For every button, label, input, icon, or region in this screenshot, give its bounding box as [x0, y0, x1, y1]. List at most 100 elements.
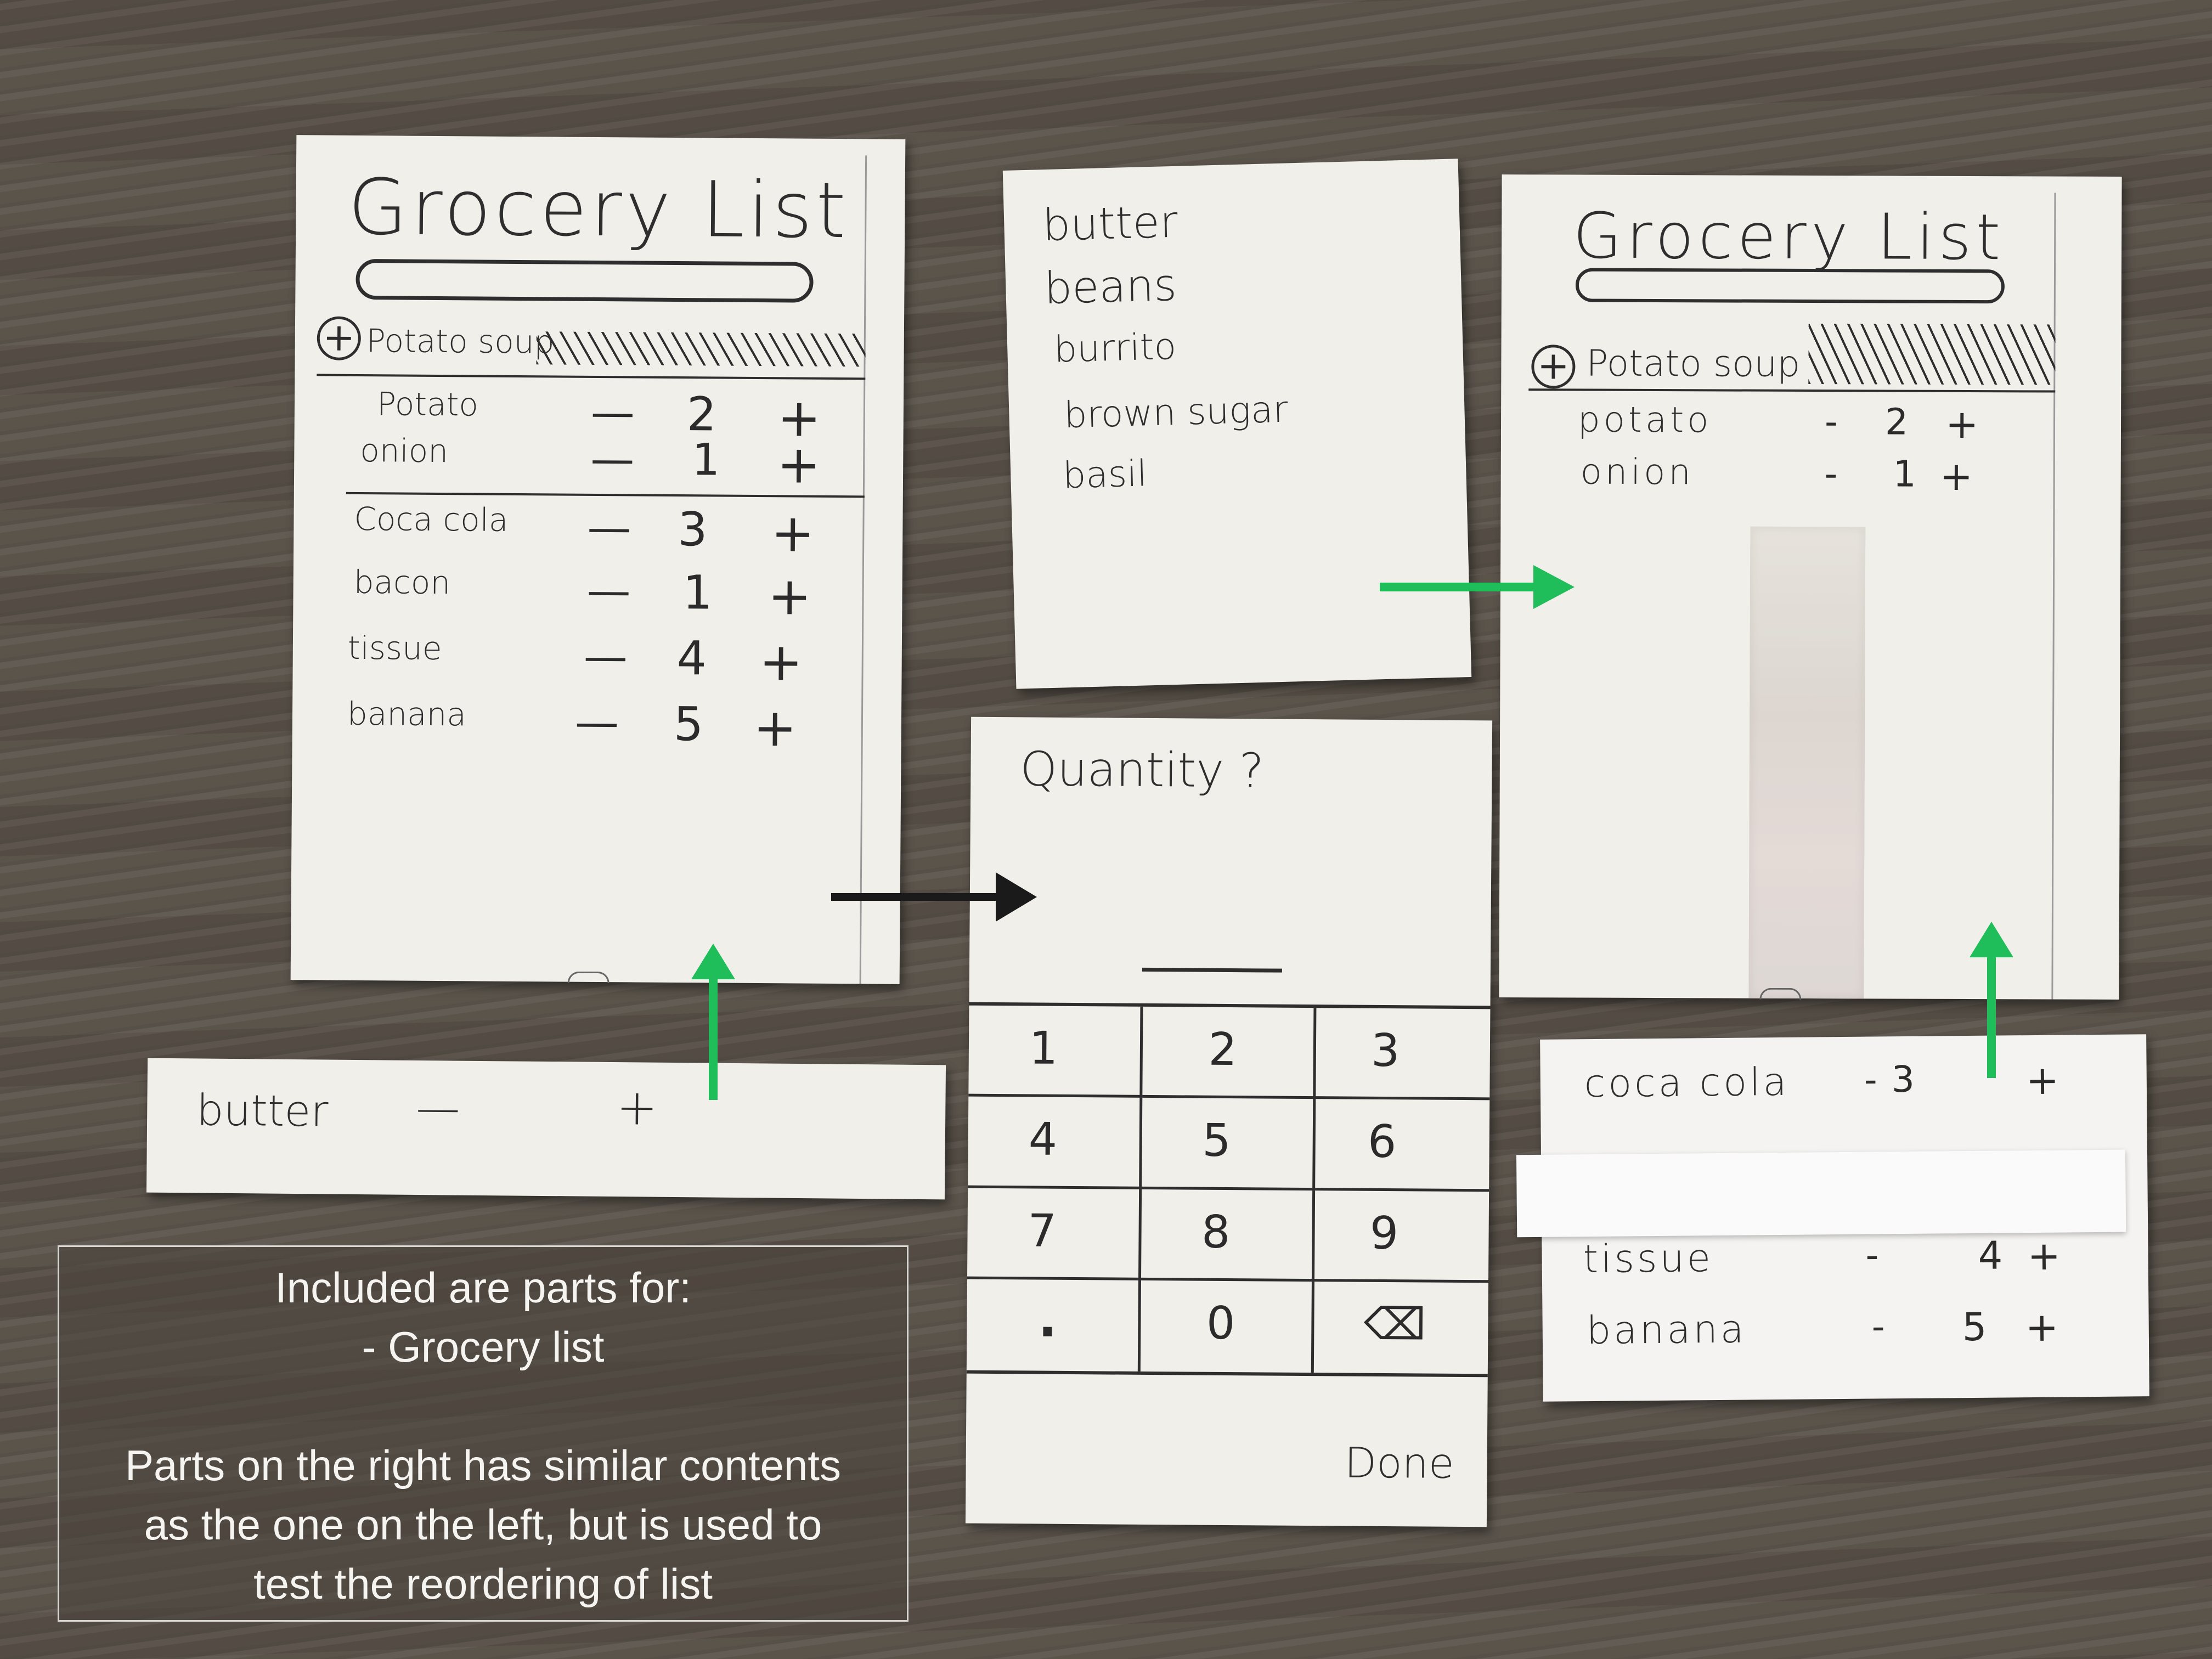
increment-button[interactable]: + — [2027, 1232, 2061, 1279]
add-recipe-button[interactable]: + — [317, 314, 362, 360]
decrement-button[interactable]: — — [587, 501, 631, 554]
increment-button[interactable]: + — [768, 566, 812, 627]
key-decimal[interactable]: . — [966, 1279, 1141, 1372]
quantity-value: 5 — [1962, 1304, 1987, 1350]
decrement-button[interactable]: - — [1824, 400, 1838, 443]
flow-arrow-up-icon — [1970, 922, 2013, 1078]
increment-button[interactable]: + — [1939, 453, 1973, 500]
suggestion-item[interactable]: basil — [1062, 452, 1148, 497]
quantity-value: 3 — [678, 503, 708, 557]
list-item: onion - 1 + — [1500, 452, 2120, 514]
suggestion-item[interactable]: brown sugar — [1063, 388, 1289, 437]
page-title: Grocery List — [347, 162, 850, 256]
key-5[interactable]: 5 — [1141, 1098, 1316, 1190]
numeric-keypad: 1 2 3 4 5 6 7 8 9 . 0 ⌫ — [966, 1002, 1491, 1378]
page-title: Grocery List — [1572, 199, 2005, 275]
key-0[interactable]: 0 — [1140, 1280, 1315, 1373]
drag-placeholder[interactable] — [1516, 1149, 2126, 1238]
decrement-button[interactable]: - — [1824, 453, 1838, 495]
quantity-value: 3 — [1891, 1058, 1915, 1101]
increment-button[interactable]: + — [759, 632, 803, 693]
caption-line: Included are parts for: — [275, 1263, 691, 1312]
list-item: bacon — 1 + — [293, 563, 902, 628]
grocery-list-screen: Grocery List + Potato soup Potato — 2 + … — [290, 135, 906, 984]
suggestion-item[interactable]: butter — [1042, 196, 1178, 251]
recipe-divider — [1528, 388, 2056, 393]
list-item: onion — 1 + — [294, 431, 904, 496]
recipe-hatch — [1808, 323, 2056, 385]
flow-arrow-right-icon — [831, 872, 1037, 922]
recipe-hatch — [536, 331, 866, 367]
search-bar[interactable] — [356, 258, 814, 303]
key-8[interactable]: 8 — [1141, 1189, 1316, 1282]
caption-line: as the one on the left, but is used to — [144, 1500, 822, 1549]
decrement-button[interactable]: - — [1871, 1305, 1885, 1348]
decrement-button[interactable]: — — [586, 565, 631, 617]
list-item: banana — 5 + — [292, 695, 902, 759]
key-1[interactable]: 1 — [968, 1005, 1143, 1098]
item-name: coca cola — [1584, 1059, 1790, 1107]
key-2[interactable]: 2 — [1142, 1006, 1317, 1099]
list-item: coca cola - 3 + — [1540, 1056, 2147, 1122]
increment-button[interactable]: + — [2025, 1304, 2059, 1351]
list-item: tissue — 4 + — [292, 629, 902, 693]
item-name: bacon — [353, 563, 451, 602]
item-name: Potato — [376, 385, 479, 424]
reorder-items-strip: coca cola - 3 + tissue - 4 + banana - 5 … — [1516, 1034, 2149, 1402]
decrement-button[interactable]: — — [590, 433, 635, 485]
list-item: banana - 5 + — [1542, 1303, 2149, 1369]
key-4[interactable]: 4 — [968, 1096, 1142, 1189]
item-name: butter — [196, 1086, 329, 1137]
new-item-strip: butter — + — [146, 1058, 946, 1200]
quantity-prompt: Quantity ? — [1020, 742, 1265, 799]
caption-line: - Grocery list — [362, 1323, 605, 1371]
item-name: tissue — [1583, 1235, 1714, 1282]
increment-button[interactable]: + — [753, 697, 797, 759]
decrement-button[interactable]: - — [1864, 1058, 1877, 1101]
decrement-button[interactable]: — — [415, 1082, 460, 1134]
quantity-value: 1 — [1893, 453, 1916, 495]
item-name: Coca cola — [354, 500, 509, 539]
suggestion-item[interactable]: beans — [1043, 259, 1177, 314]
decrement-button[interactable]: — — [590, 386, 635, 438]
recipe-label: Potato soup — [366, 322, 555, 361]
decrement-button[interactable]: — — [574, 696, 619, 748]
add-recipe-button[interactable]: + — [1531, 343, 1576, 389]
key-3[interactable]: 3 — [1316, 1008, 1491, 1101]
increment-button[interactable]: + — [770, 503, 815, 564]
tape — [1748, 526, 1866, 999]
list-item: tissue - 4 + — [1542, 1232, 2148, 1297]
backspace-key[interactable]: ⌫ — [1363, 1298, 1426, 1350]
flow-arrow-right-icon — [1380, 565, 1575, 609]
home-indicator — [567, 971, 610, 984]
quantity-value: 4 — [1978, 1233, 2003, 1278]
items-list: Coca cola — 3 + bacon — 1 + tissue — 4 +… — [294, 500, 903, 759]
reorder-list-screen: Grocery List + Potato soup potato - 2 + … — [1499, 174, 2122, 1000]
decrement-button[interactable]: - — [1865, 1234, 1879, 1277]
quantity-picker-screen: Quantity ? 1 2 3 4 5 6 7 8 9 . 0 ⌫ Done — [965, 716, 1493, 1527]
item-name: banana — [1586, 1306, 1747, 1353]
increment-button[interactable]: + — [616, 1079, 658, 1137]
done-button[interactable]: Done — [1344, 1438, 1454, 1488]
increment-button[interactable]: + — [2025, 1057, 2059, 1104]
key-7[interactable]: 7 — [967, 1188, 1142, 1280]
recipe-label: Potato soup — [1586, 342, 1801, 385]
suggestion-item[interactable]: burrito — [1053, 325, 1177, 371]
item-name: onion — [1580, 452, 1695, 493]
decrement-button[interactable]: — — [583, 630, 628, 682]
item-name: banana — [347, 695, 467, 733]
item-name: onion — [360, 431, 449, 470]
flow-arrow-up-icon — [691, 944, 735, 1100]
quantity-value: 2 — [1884, 400, 1909, 443]
key-9[interactable]: 9 — [1314, 1190, 1489, 1283]
recipe-items-list: Potato — 2 + onion — 1 + — [295, 385, 904, 495]
increment-button[interactable]: + — [1945, 400, 1979, 448]
home-indicator — [1759, 988, 1802, 1000]
increment-button[interactable]: + — [776, 435, 821, 495]
key-6[interactable]: 6 — [1315, 1099, 1490, 1192]
search-bar[interactable] — [1575, 268, 2005, 304]
quantity-input[interactable] — [1142, 967, 1282, 973]
caption-line: Parts on the right has similar contents — [125, 1441, 841, 1489]
quantity-value: 5 — [673, 697, 704, 752]
recipe-divider — [317, 374, 866, 380]
